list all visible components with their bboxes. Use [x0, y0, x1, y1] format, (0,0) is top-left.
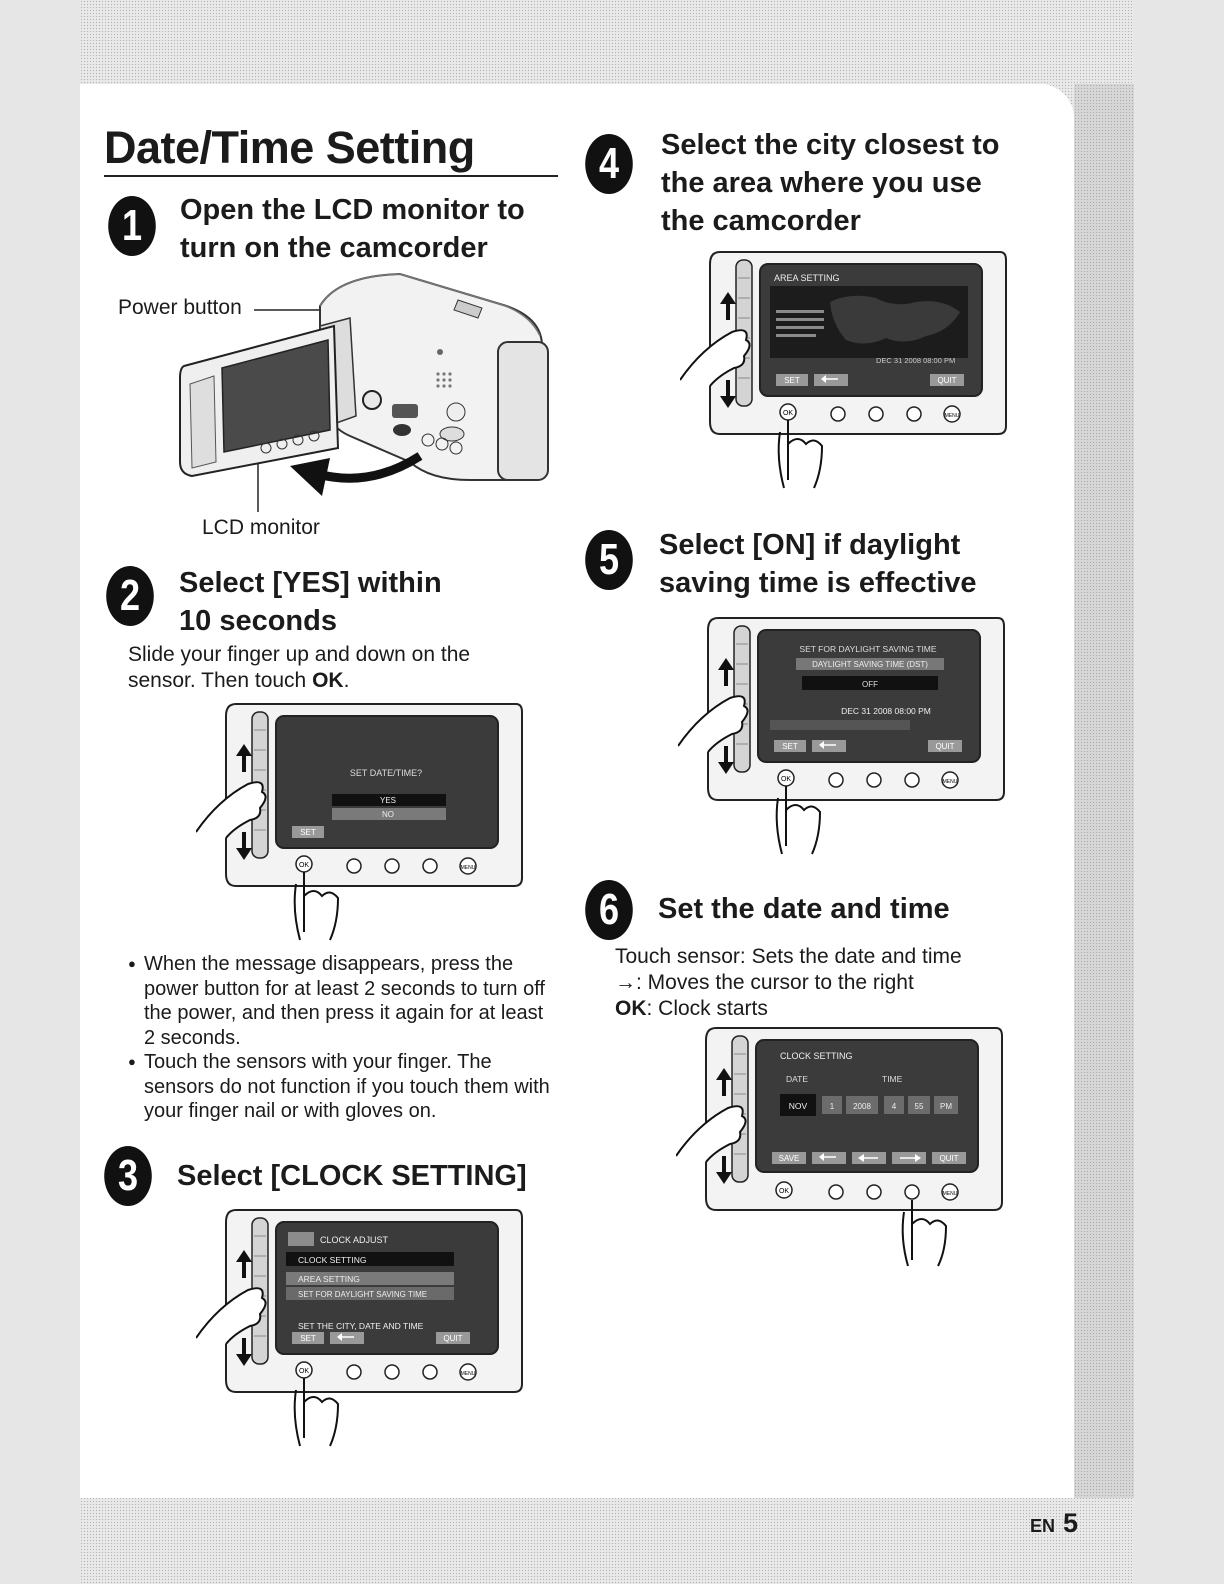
step-1-badge: 1	[108, 196, 156, 256]
lcd-quit-button: QUIT	[937, 376, 956, 385]
instruction-line: Touch sensor: Sets the date and time	[615, 945, 962, 968]
step-4-heading-line: Select the city closest to	[661, 129, 1000, 161]
note-item: Touch the sensors with your finger. The …	[128, 1050, 558, 1124]
lcd-menu-key: MENU	[943, 1191, 958, 1197]
step-5-heading-line: Select [ON] if daylight	[659, 529, 961, 561]
lcd-menu-item-dst: SET FOR DAYLIGHT SAVING TIME	[298, 1290, 427, 1299]
instruction-punct: .	[343, 669, 350, 692]
lcd-date-label: DATE	[786, 1074, 808, 1084]
page-footer: EN 5	[1030, 1508, 1078, 1539]
lcd-menu-item-clock-setting: CLOCK SETTING	[298, 1255, 366, 1265]
page-title: Date/Time Setting	[104, 122, 475, 173]
lcd-set-button: SET	[782, 742, 798, 751]
lcd-yes-illustration: SET DATE/TIME? YES NO SET OK MENU	[196, 703, 523, 941]
lcd-menu-key: MENU	[461, 865, 476, 871]
step-6-heading: Set the date and time	[658, 893, 950, 925]
lcd-quit-button: QUIT	[939, 1154, 958, 1163]
title-rule	[104, 175, 558, 177]
instruction-line: : Clock starts	[646, 997, 768, 1020]
lcd-save-button: SAVE	[779, 1154, 800, 1163]
step-4-heading-line: the area where you use	[661, 167, 982, 199]
lcd-quit-button: QUIT	[443, 1334, 462, 1343]
page-number: 5	[1063, 1508, 1079, 1538]
lcd-set-button: SET	[300, 1334, 316, 1343]
step-1-heading: Open the LCD monitor to turn on the camc…	[180, 191, 525, 267]
lcd-dst-illustration: SET FOR DAYLIGHT SAVING TIME DAYLIGHT SA…	[678, 617, 1005, 855]
lcd-dst-datetime: DEC 31 2008 08:00 PM	[841, 706, 931, 716]
lcd-ok-key: OK	[299, 1368, 309, 1375]
lcd-set-button: SET	[300, 828, 316, 837]
lcd-field-hour: 4	[892, 1102, 897, 1111]
step-4-badge: 4	[585, 134, 633, 194]
lcd-hint-text: SET THE CITY, DATE AND TIME	[298, 1321, 424, 1331]
lcd-dst-subtitle: DAYLIGHT SAVING TIME (DST)	[812, 660, 928, 669]
lcd-menu-item-area-setting: AREA SETTING	[298, 1274, 360, 1284]
lcd-time-label: TIME	[882, 1074, 903, 1084]
lcd-option-yes: YES	[380, 796, 396, 805]
camcorder-illustration	[179, 272, 549, 512]
lcd-menu-key: MENU	[461, 1371, 476, 1377]
step-2-heading: Select [YES] within 10 seconds	[179, 564, 442, 640]
lcd-area-datetime: DEC 31 2008 08:00 PM	[876, 356, 955, 365]
step-6-instructions: Touch sensor: Sets the date and time →: …	[615, 944, 962, 1022]
lcd-quit-button: QUIT	[935, 742, 954, 751]
step-2-notes: When the message disappears, press the p…	[128, 952, 558, 1124]
step-2-heading-line: 10 seconds	[179, 605, 337, 637]
step-5-badge: 5	[585, 530, 633, 590]
step-6-badge: 6	[585, 880, 633, 940]
lcd-menu-title: CLOCK ADJUST	[320, 1235, 389, 1245]
lcd-clock-title: CLOCK SETTING	[780, 1051, 853, 1061]
instruction-line: : Moves the cursor to the right	[636, 971, 914, 994]
power-button-callout: Power button	[118, 296, 242, 319]
lcd-menu-key: MENU	[945, 413, 960, 419]
side-strip	[1074, 84, 1134, 1498]
lcd-clock-setting-illustration: CLOCK SETTING DATE TIME NOV 1 2008 4 55 …	[676, 1027, 1003, 1267]
lcd-area-setting-illustration: AREA SETTING DEC 31 2008 08:00 PM SET QU…	[680, 251, 1007, 489]
ok-word: OK	[615, 997, 647, 1020]
lcd-field-ampm: PM	[940, 1102, 952, 1111]
lcd-field-year: 2008	[853, 1102, 871, 1111]
step-4-heading: Select the city closest to the area wher…	[661, 126, 999, 240]
step-1-heading-line: Open the LCD monitor to	[180, 194, 525, 226]
lcd-ok-key: OK	[781, 776, 791, 783]
lcd-set-button: SET	[784, 376, 800, 385]
step-1-heading-line: turn on the camcorder	[180, 232, 488, 264]
right-arrow-icon: →	[615, 971, 636, 994]
step-3-heading: Select [CLOCK SETTING]	[177, 1160, 527, 1192]
lcd-field-minute: 55	[915, 1102, 924, 1111]
lcd-option-no: NO	[382, 810, 394, 819]
lcd-ok-key: OK	[779, 1188, 789, 1195]
instruction-line: Slide your finger up and down on the	[128, 643, 471, 666]
step-2-heading-line: Select [YES] within	[179, 567, 442, 599]
step-4-heading-line: the camcorder	[661, 205, 861, 237]
ok-word: OK	[312, 669, 344, 692]
lcd-dst-value: OFF	[862, 680, 878, 689]
lcd-monitor-callout: LCD monitor	[202, 516, 320, 539]
lcd-menu-key: MENU	[943, 779, 958, 785]
lcd-ok-key: OK	[783, 410, 793, 417]
lcd-ok-key: OK	[299, 862, 309, 869]
step-5-heading-line: saving time is effective	[659, 567, 977, 599]
step-2-instructions: Slide your finger up and down on the sen…	[128, 642, 470, 694]
step-3-badge: 3	[104, 1146, 152, 1206]
language-code: EN	[1030, 1516, 1056, 1536]
lcd-area-title: AREA SETTING	[774, 273, 840, 283]
step-2-badge: 2	[106, 566, 154, 626]
note-item: When the message disappears, press the p…	[128, 952, 558, 1050]
lcd-field-month: NOV	[789, 1101, 808, 1111]
lcd-field-day: 1	[830, 1102, 835, 1111]
step-5-heading: Select [ON] if daylight saving time is e…	[659, 526, 977, 602]
instruction-line: sensor. Then touch	[128, 669, 313, 692]
lcd-prompt-text: SET DATE/TIME?	[350, 768, 422, 778]
lcd-clock-adjust-illustration: CLOCK ADJUST CLOCK SETTING AREA SETTING …	[196, 1209, 523, 1447]
lcd-dst-title: SET FOR DAYLIGHT SAVING TIME	[799, 644, 936, 654]
